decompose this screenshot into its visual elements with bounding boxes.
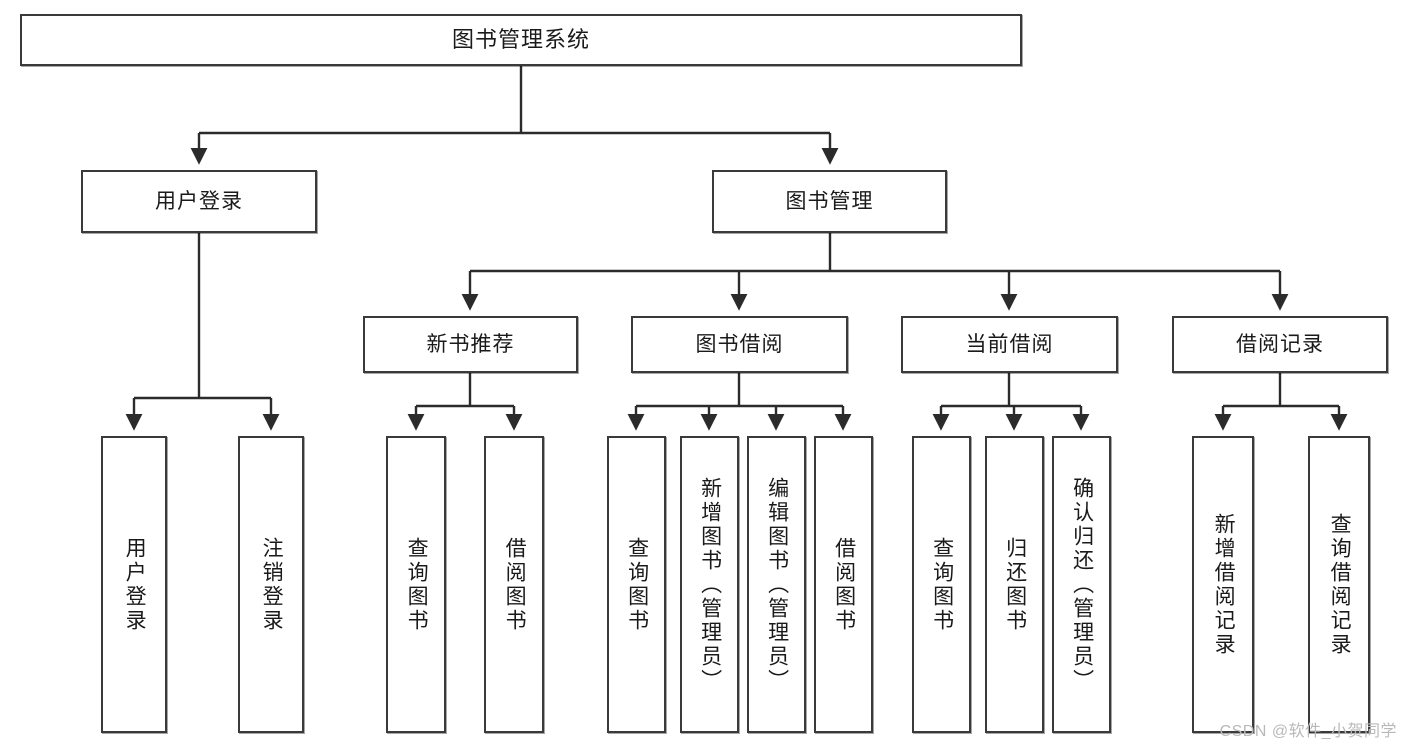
node-leaf-logout-login-label: 注销登录 xyxy=(260,536,284,633)
node-leaf-query-book-3[interactable]: 查询图书 xyxy=(912,436,971,733)
node-leaf-borrow-book-1[interactable]: 借阅图书 xyxy=(484,436,544,733)
node-borrow-record-label: 借阅记录 xyxy=(1236,332,1324,356)
node-leaf-borrow-book-2-label: 借阅图书 xyxy=(832,536,856,633)
node-leaf-logout-login[interactable]: 注销登录 xyxy=(238,436,304,733)
node-user-login[interactable]: 用户登录 xyxy=(81,170,317,233)
node-leaf-borrow-book-1-label: 借阅图书 xyxy=(503,536,527,633)
node-leaf-query-borrow-record[interactable]: 查询借阅记录 xyxy=(1308,436,1370,733)
node-book-borrow-label: 图书借阅 xyxy=(695,332,784,356)
node-current-borrow-label: 当前借阅 xyxy=(965,332,1054,356)
node-leaf-user-login[interactable]: 用户登录 xyxy=(101,436,167,733)
node-borrow-record[interactable]: 借阅记录 xyxy=(1172,316,1388,373)
node-leaf-confirm-return-admin-label: 确认归还（管理员） xyxy=(1070,476,1094,693)
node-leaf-user-login-label: 用户登录 xyxy=(123,536,147,633)
csdn-watermark: CSDN @软件_小贺同学 xyxy=(1219,723,1397,740)
node-leaf-edit-book-admin-label: 编辑图书（管理员） xyxy=(765,476,789,693)
node-leaf-query-book-3-label: 查询图书 xyxy=(930,536,954,633)
node-leaf-query-book-1-label: 查询图书 xyxy=(405,536,429,633)
node-root-label: 图书管理系统 xyxy=(451,26,590,52)
node-leaf-query-book-1[interactable]: 查询图书 xyxy=(386,436,446,733)
node-new-book-recommend[interactable]: 新书推荐 xyxy=(363,316,578,373)
node-leaf-return-book[interactable]: 归还图书 xyxy=(985,436,1044,733)
node-book-management-label: 图书管理 xyxy=(785,189,874,213)
node-leaf-add-book-admin-label: 新增图书（管理员） xyxy=(698,476,722,693)
node-book-borrow[interactable]: 图书借阅 xyxy=(631,316,848,373)
node-leaf-add-book-admin[interactable]: 新增图书（管理员） xyxy=(680,436,739,733)
node-root[interactable]: 图书管理系统 xyxy=(20,14,1022,66)
node-leaf-edit-book-admin[interactable]: 编辑图书（管理员） xyxy=(747,436,806,733)
node-book-management[interactable]: 图书管理 xyxy=(712,170,947,233)
node-leaf-query-book-2[interactable]: 查询图书 xyxy=(607,436,666,733)
node-current-borrow[interactable]: 当前借阅 xyxy=(901,316,1118,373)
node-leaf-query-book-2-label: 查询图书 xyxy=(625,536,649,633)
node-leaf-borrow-book-2[interactable]: 借阅图书 xyxy=(814,436,873,733)
node-leaf-query-borrow-record-label: 查询借阅记录 xyxy=(1328,512,1352,657)
node-leaf-return-book-label: 归还图书 xyxy=(1003,536,1027,633)
node-new-book-recommend-label: 新书推荐 xyxy=(426,332,515,356)
node-leaf-add-borrow-record-label: 新增借阅记录 xyxy=(1212,512,1236,657)
node-user-login-label: 用户登录 xyxy=(155,189,243,213)
node-leaf-add-borrow-record[interactable]: 新增借阅记录 xyxy=(1192,436,1254,733)
node-leaf-confirm-return-admin[interactable]: 确认归还（管理员） xyxy=(1052,436,1111,733)
